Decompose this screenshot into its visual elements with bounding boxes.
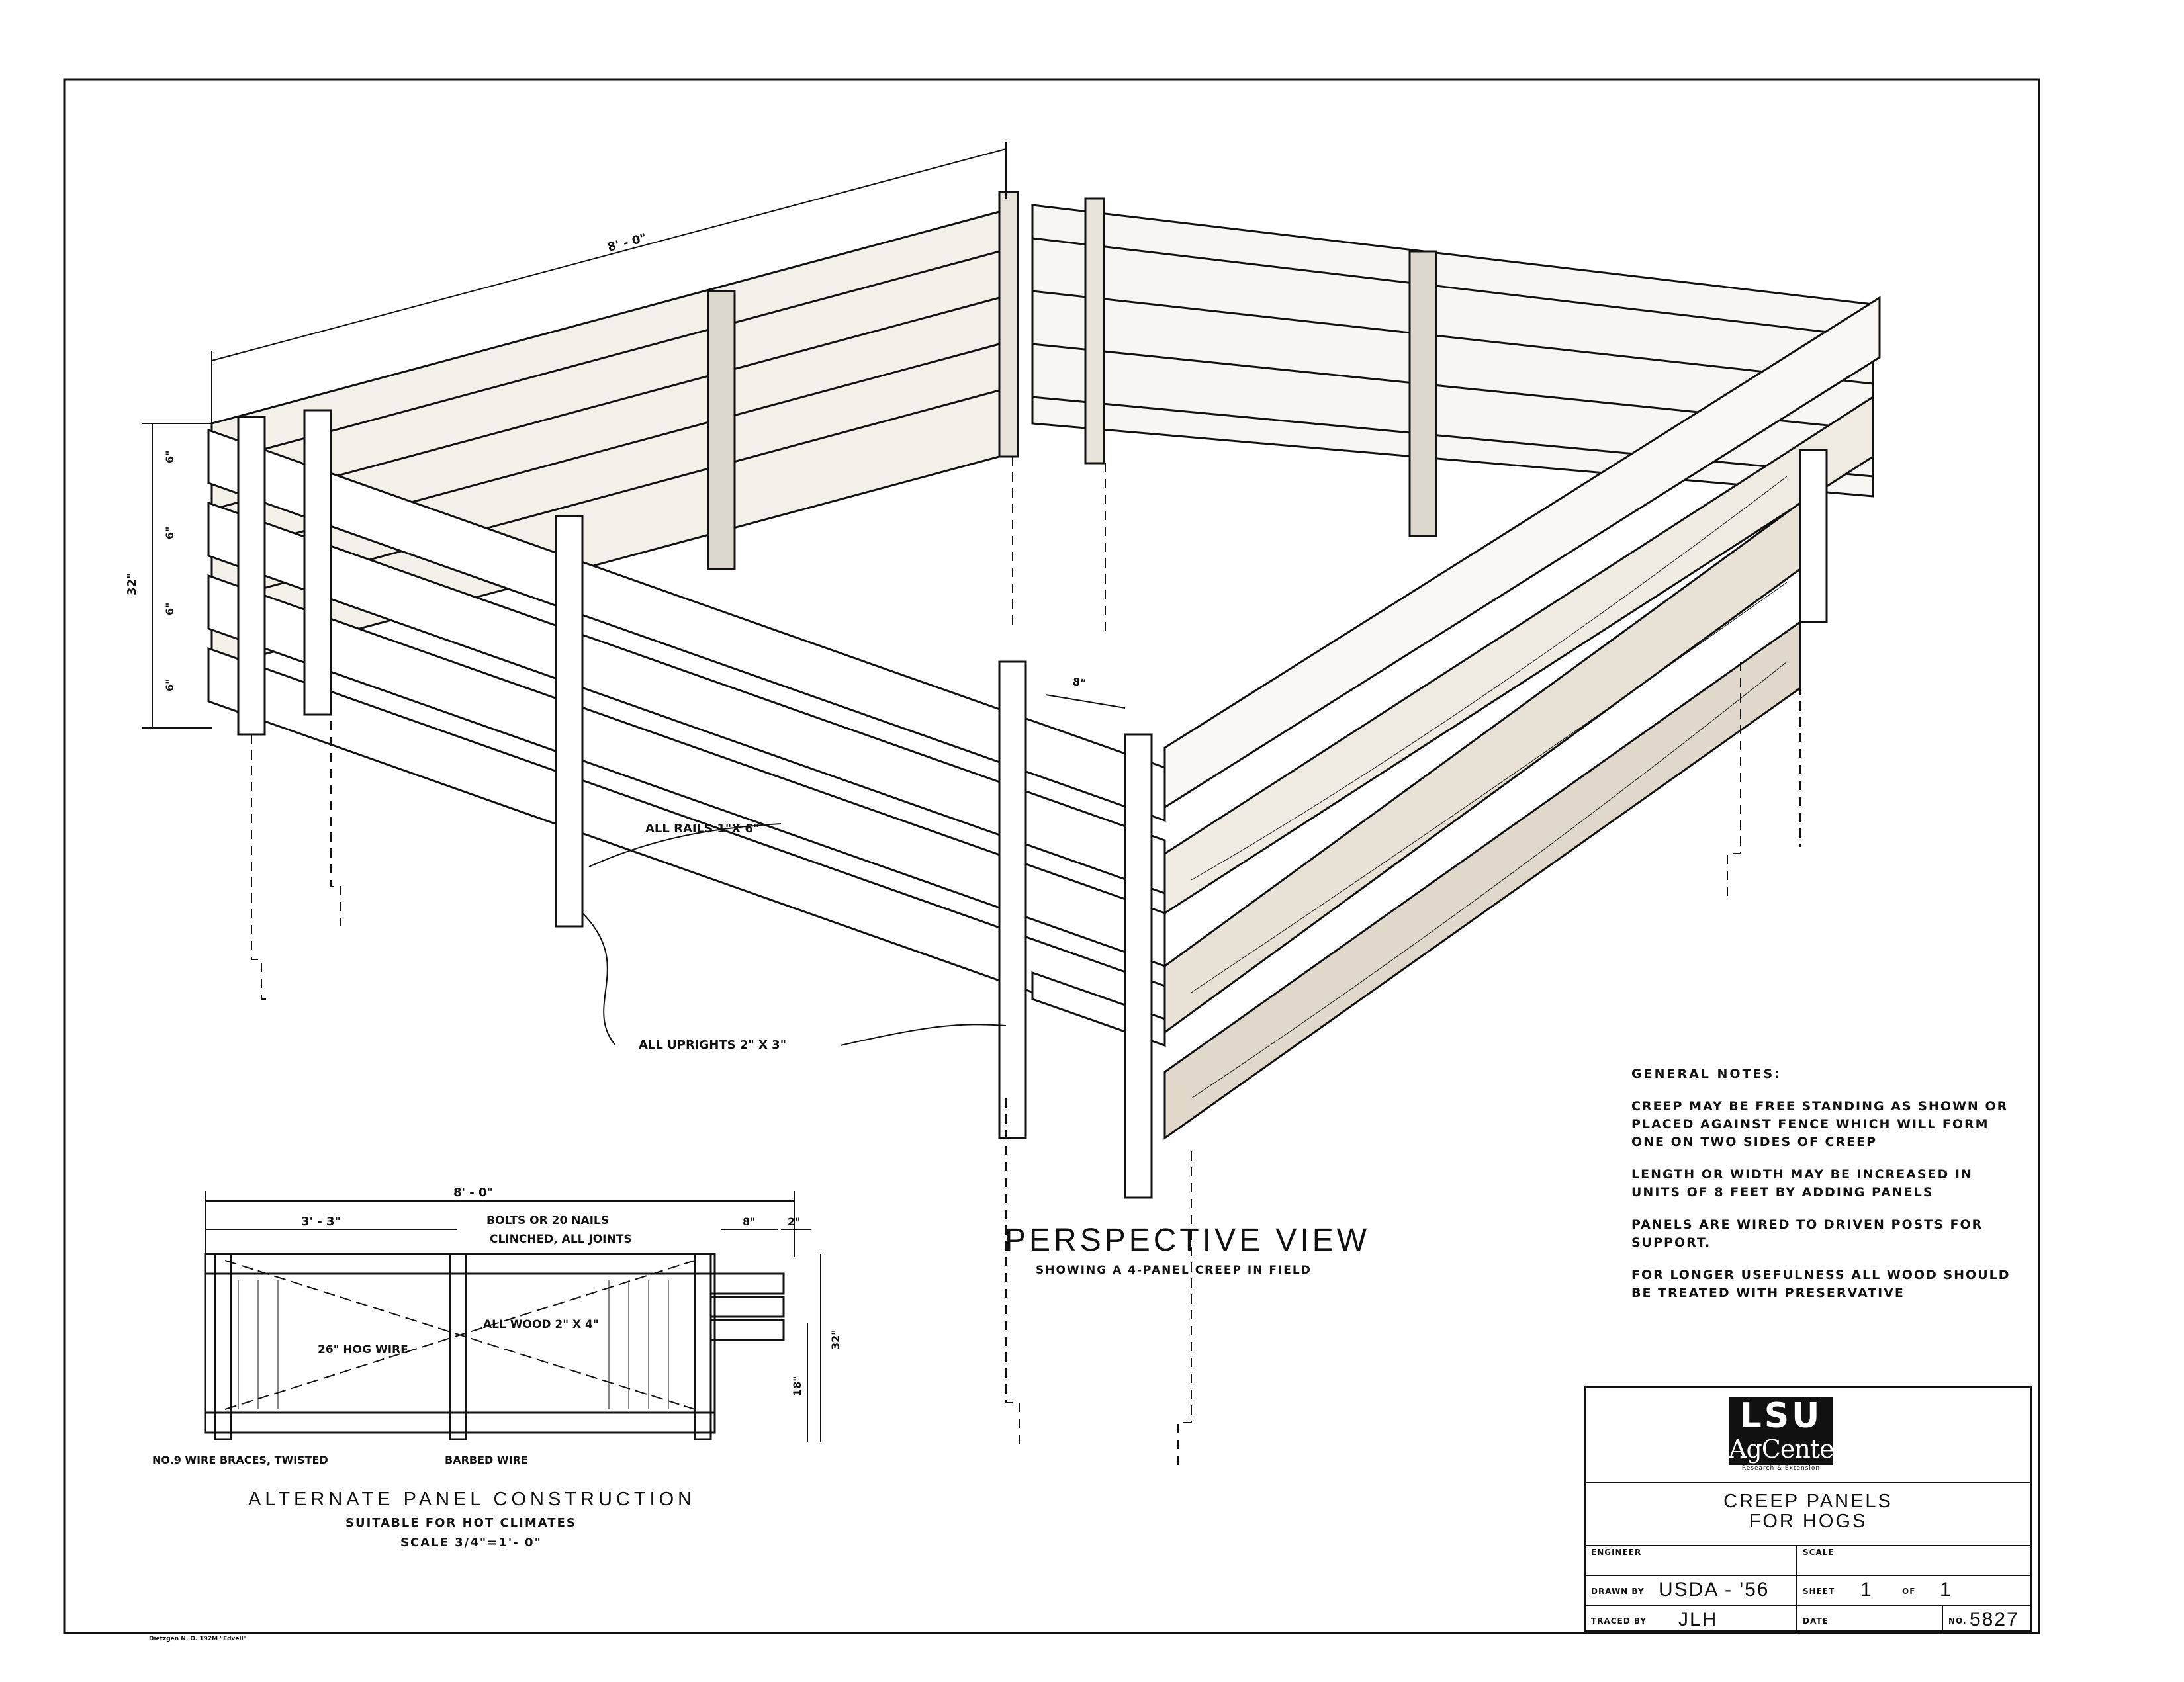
upright-front-left-2	[303, 409, 332, 716]
date-cell: DATE	[1797, 1605, 1943, 1634]
back-right-panel	[1031, 204, 1874, 498]
note-item: FOR LONGER USEFULNESS ALL WOOD SHOULD BE…	[1631, 1268, 2011, 1300]
perspective-subtitle: SHOWING A 4-PANEL CREEP IN FIELD	[1036, 1264, 1312, 1277]
traced-by-value: JLH	[1678, 1609, 1718, 1630]
uprights-note: ALL UPRIGHTS 2" X 3"	[639, 1038, 786, 1052]
logo-area: LSU AgCenter Research & Extension	[1586, 1388, 2030, 1483]
drawn-by-row: DRAWN BY USDA - '56 SHEET 1 OF 1	[1586, 1575, 2030, 1606]
scale-label: SCALE	[1803, 1548, 1835, 1557]
perspective-view	[142, 142, 1881, 1469]
drawn-by-value: USDA - '56	[1659, 1579, 1770, 1601]
sheet-cell: SHEET 1 OF 1	[1797, 1575, 2030, 1605]
alt-barbed-wire: BARBED WIRE	[445, 1454, 528, 1466]
upright-back-left-mid	[707, 290, 736, 570]
alt-panel-hog-wire	[238, 1280, 669, 1409]
logo-lsu-text: LSU	[1729, 1397, 1833, 1435]
drawn-by-label: DRAWN BY	[1591, 1587, 1645, 1596]
of-label: OF	[1902, 1587, 1916, 1596]
upright-front-left-mid	[555, 515, 584, 928]
alt-dim-height-32: 32"	[829, 1329, 842, 1350]
alt-bolts-note: BOLTS OR 20 NAILS	[486, 1214, 609, 1227]
dim-height-label: 32"	[125, 573, 139, 596]
sheet-label: SHEET	[1803, 1587, 1835, 1596]
upright-back-corner-2	[1084, 197, 1105, 465]
front-left-panel	[207, 428, 1166, 1047]
upright-front-left-1	[237, 416, 266, 736]
drawing-title: CREEP PANELS FOR HOGS	[1586, 1482, 2030, 1546]
drawing-title-line-2: FOR HOGS	[1749, 1511, 1868, 1532]
number-value: 5827	[1970, 1609, 2019, 1630]
notes-heading: GENERAL NOTES:	[1631, 1067, 1782, 1081]
traced-by-row: TRACED BY JLH DATE NO. 5827	[1586, 1605, 2030, 1634]
alt-dim-total: 8' - 0"	[453, 1186, 493, 1200]
traced-by-cell: TRACED BY JLH	[1586, 1605, 1797, 1634]
number-cell: NO. 5827	[1943, 1605, 2030, 1634]
paper-imprint: Dietzgen N. O. 192M "Edvell"	[149, 1636, 247, 1642]
upright-back-corner-1	[998, 191, 1019, 458]
alt-dim-end: 2"	[788, 1216, 800, 1228]
alt-dim-left: 3' - 3"	[301, 1215, 341, 1229]
dim-rail-1-label: 6"	[163, 451, 176, 463]
alt-dim-post: 8"	[743, 1216, 755, 1228]
dim-gap-label: 8"	[1071, 675, 1086, 689]
date-label: DATE	[1803, 1616, 1829, 1626]
alternate-panel	[204, 1191, 821, 1442]
alt-panel-frame	[204, 1253, 716, 1434]
perspective-title: PERSPECTIVE VIEW	[1005, 1223, 1370, 1258]
engineer-row: ENGINEER SCALE	[1586, 1545, 2030, 1576]
alt-panel-left-post	[214, 1253, 232, 1440]
alt-panel-end-post	[694, 1253, 712, 1440]
dim-rail-2-label: 6"	[163, 527, 176, 539]
perspective-dimensions	[142, 142, 1126, 729]
title-block: LSU AgCenter Research & Extension CREEP …	[1584, 1386, 2032, 1634]
note-item: PANELS ARE WIRED TO DRIVEN POSTS FOR SUP…	[1631, 1217, 1983, 1250]
alt-panel-rail-1	[709, 1272, 785, 1295]
alt-dim-height-18: 18"	[791, 1376, 803, 1396]
front-right-panel	[1163, 296, 1881, 1140]
alt-subtitle: SUITABLE FOR HOT CLIMATES	[345, 1516, 576, 1530]
sheet-value: 1	[1860, 1579, 1873, 1601]
alt-bolts-note-2: CLINCHED, ALL JOINTS	[490, 1233, 632, 1246]
drawing-title-line-1: CREEP PANELS	[1723, 1491, 1893, 1512]
rails-note: ALL RAILS 1"X 6"	[645, 822, 759, 836]
note-item: LENGTH OR WIDTH MAY BE INCREASED IN UNIT…	[1631, 1167, 1973, 1200]
alt-wire-braces: NO.9 WIRE BRACES, TWISTED	[152, 1454, 328, 1466]
upright-back-right-mid	[1408, 250, 1437, 537]
dim-length-label: 8' - 0"	[606, 231, 648, 255]
of-value: 1	[1940, 1579, 1952, 1601]
upright-front-corner-2	[1124, 733, 1153, 1199]
dim-rail-4-label: 6"	[163, 679, 176, 691]
general-notes: GENERAL NOTES: CREEP MAY BE FREE STANDIN…	[1631, 1065, 2015, 1317]
alt-panel-rail-3	[709, 1319, 785, 1341]
number-label: NO.	[1948, 1616, 1967, 1626]
driven-posts	[251, 457, 1801, 1469]
alt-panel-dimensions	[205, 1191, 821, 1442]
leader-lines	[582, 823, 1007, 1046]
lsu-agcenter-logo: LSU AgCenter Research & Extension	[1722, 1397, 1846, 1473]
alt-scale: SCALE 3/4"=1'- 0"	[400, 1536, 542, 1550]
upright-right-corner	[1799, 449, 1828, 623]
alt-panel-center-post	[449, 1253, 467, 1440]
alt-hog-wire: 26" HOG WIRE	[318, 1343, 408, 1356]
logo-agcenter-text: AgCenter	[1729, 1435, 1846, 1465]
alt-title: ALTERNATE PANEL CONSTRUCTION	[248, 1489, 696, 1510]
alt-wood-note: ALL WOOD 2" X 4"	[483, 1318, 599, 1331]
dim-rail-3-label: 6"	[163, 603, 176, 615]
logo-caption: Research & Extension	[1741, 1465, 1821, 1472]
alt-panel-rail-2	[709, 1296, 785, 1318]
note-item: CREEP MAY BE FREE STANDING AS SHOWN OR P…	[1631, 1099, 2009, 1149]
drawn-by-cell: DRAWN BY USDA - '56	[1586, 1575, 1797, 1605]
upright-front-corner	[998, 660, 1027, 1139]
sheet-border	[63, 78, 2040, 1634]
engineer-label: ENGINEER	[1586, 1545, 1797, 1575]
traced-by-label: TRACED BY	[1591, 1616, 1647, 1626]
